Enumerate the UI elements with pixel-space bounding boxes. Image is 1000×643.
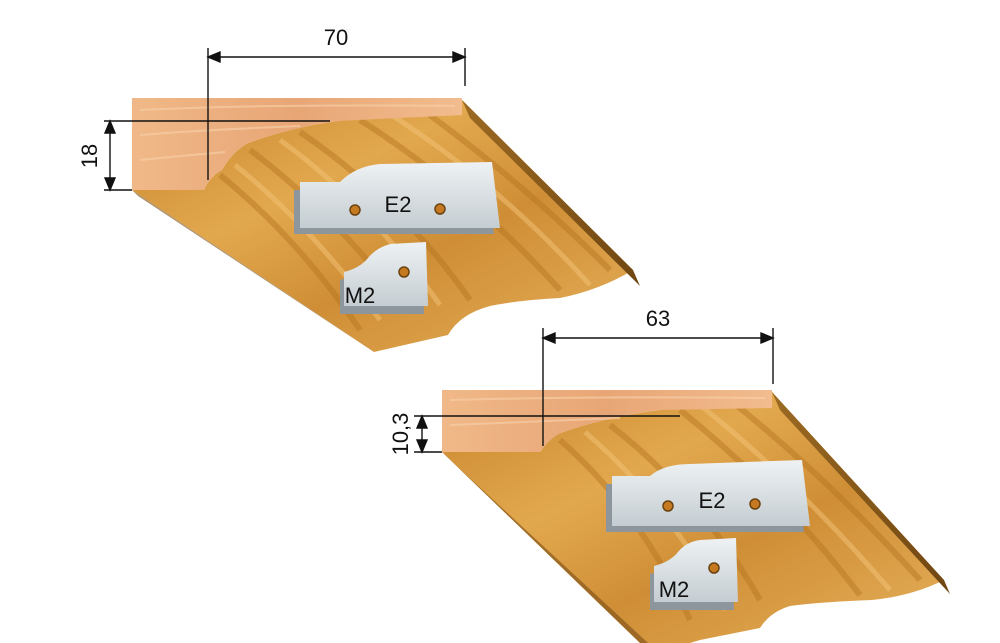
- moulding-top: 70 18 E2 M2: [77, 25, 640, 356]
- knife-bottom-e2-label: E2: [699, 488, 726, 513]
- dimension-bottom-height: [414, 414, 680, 454]
- dimension-top-width: [206, 48, 467, 180]
- dimension-bottom-height-label: 10,3: [388, 413, 413, 456]
- knife-top-m2: M2: [340, 242, 428, 314]
- knife-top-m2-label: M2: [345, 283, 376, 308]
- knife-top-e2-label: E2: [385, 192, 412, 217]
- dimension-bottom-width: [541, 328, 775, 446]
- knife-bottom-m2-label: M2: [659, 577, 690, 602]
- moulding-bottom-edge: [772, 392, 950, 594]
- knife-top-e2: E2: [294, 162, 500, 234]
- dimension-top-height-label: 18: [77, 144, 102, 168]
- dimension-top-height: [103, 119, 330, 192]
- dimension-bottom-width-label: 63: [646, 306, 670, 331]
- dimension-top-width-label: 70: [324, 25, 348, 50]
- moulding-bottom-end-face: [442, 390, 772, 452]
- moulding-bottom: 63 10,3 E2 M2: [388, 306, 950, 643]
- moulding-top-edge: [462, 100, 640, 286]
- knife-bottom-m2: M2: [650, 538, 738, 610]
- knife-bottom-e2: E2: [606, 460, 810, 532]
